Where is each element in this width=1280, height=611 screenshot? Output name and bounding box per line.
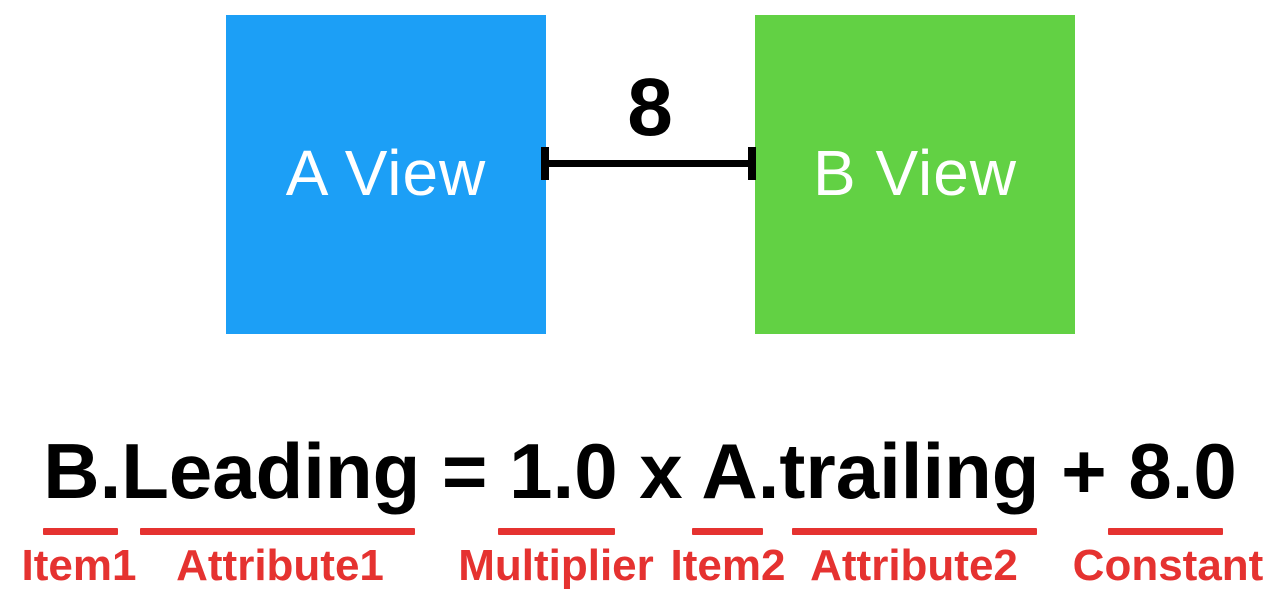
underline-attribute1 xyxy=(140,528,415,535)
underline-attribute2 xyxy=(792,528,1037,535)
underline-item2 xyxy=(692,528,763,535)
underline-constant xyxy=(1108,528,1223,535)
underline-multiplier xyxy=(498,528,615,535)
annotation-item1: Item1 xyxy=(21,541,137,590)
connector-endcap-right xyxy=(748,147,756,180)
spacing-value-label: 8 xyxy=(627,62,673,153)
annotation-attribute1: Attribute1 xyxy=(176,541,384,590)
annotation-constant: Constant xyxy=(1072,541,1264,590)
annotation-multiplier: Multiplier xyxy=(458,541,654,590)
constraint-equation: B.Leading = 1.0 x A.trailing + 8.0 xyxy=(43,427,1237,515)
spacing-connector-line xyxy=(545,160,755,167)
view-a-label: A View xyxy=(285,136,487,209)
underline-item1 xyxy=(43,528,118,535)
annotation-item2: Item2 xyxy=(670,541,786,590)
view-b-label: B View xyxy=(812,136,1018,209)
view-a-box: A View xyxy=(226,15,546,334)
annotation-attribute2: Attribute2 xyxy=(810,541,1018,590)
view-b-box: B View xyxy=(755,15,1075,334)
